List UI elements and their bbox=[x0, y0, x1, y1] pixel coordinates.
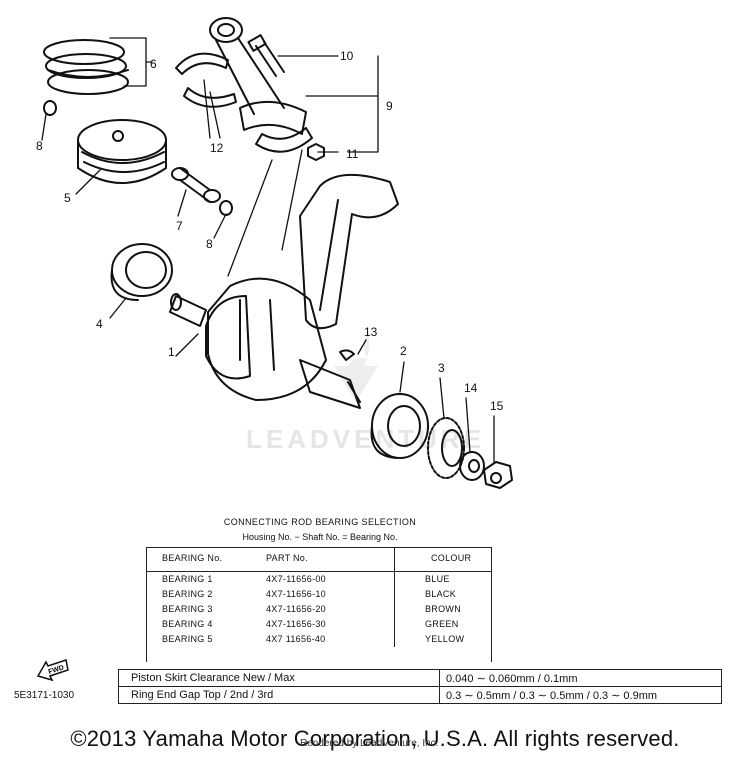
bearing-cell: BEARING 3 bbox=[162, 604, 213, 614]
watermark-text: LEADVENTURE bbox=[246, 424, 485, 454]
table-row: BEARING 1 4X7-11656-00 BLUE bbox=[146, 571, 492, 587]
table-row: Ring End Gap Top / 2nd / 3rd 0.3 ∼ 0.5mm… bbox=[118, 686, 722, 704]
fwd-label: FWD bbox=[48, 664, 65, 676]
callout-labels: 1 2 3 4 5 6 7 8 8 9 10 11 12 13 14 15 bbox=[36, 49, 504, 413]
header-bearing-no: BEARING No. bbox=[146, 547, 266, 572]
bearing-cell: BEARING 2 bbox=[162, 589, 213, 599]
leadventure-watermark: LEADVENTURE bbox=[246, 330, 485, 454]
part-cell: 4X7-11656-30 bbox=[266, 619, 326, 629]
callout-3: 3 bbox=[438, 361, 445, 375]
callout-5: 5 bbox=[64, 191, 71, 205]
callout-8-upper: 8 bbox=[36, 139, 43, 153]
header-colour: COLOUR bbox=[394, 547, 492, 572]
spec-value: 0.3 ∼ 0.5mm / 0.3 ∼ 0.5mm / 0.3 ∼ 0.9mm bbox=[439, 686, 722, 704]
bearing-selection-title: CONNECTING ROD BEARING SELECTION bbox=[223, 517, 417, 527]
rendered-by-note: Rendered by LeadVenture, Inc. bbox=[300, 738, 439, 749]
colour-cell: BROWN bbox=[394, 602, 492, 617]
bearing-cell: BEARING 4 bbox=[162, 619, 213, 629]
circlip-upper bbox=[43, 100, 57, 116]
primary-gear bbox=[427, 417, 465, 479]
colour-cell: YELLOW bbox=[394, 632, 492, 647]
callout-15: 15 bbox=[490, 399, 504, 413]
part-cell: 4X7-11656-00 bbox=[266, 574, 326, 584]
callout-8-lower: 8 bbox=[206, 237, 213, 251]
callout-7: 7 bbox=[176, 219, 183, 233]
callout-6: 6 bbox=[150, 57, 157, 71]
piston bbox=[77, 119, 167, 184]
table-row: BEARING 3 4X7-11656-20 BROWN bbox=[146, 602, 492, 617]
main-bearing-right bbox=[370, 393, 429, 459]
piston-pin bbox=[171, 167, 221, 203]
circlip-lower bbox=[219, 200, 233, 216]
fwd-arrow-icon: FWD bbox=[36, 659, 69, 682]
part-cell: 4X7-11656-20 bbox=[266, 604, 326, 614]
figure-code: 5E3171-1030 bbox=[14, 690, 75, 701]
rod-nut bbox=[307, 143, 325, 161]
part-cell: 4X7-11656-10 bbox=[266, 589, 326, 599]
colour-cell: BLACK bbox=[394, 587, 492, 602]
leader-lines bbox=[41, 37, 495, 463]
crank-nut bbox=[483, 461, 513, 489]
table-row: Piston Skirt Clearance New / Max 0.040 ∼… bbox=[118, 669, 722, 687]
callout-14: 14 bbox=[464, 381, 478, 395]
table-row: BEARING 4 4X7-11656-30 GREEN bbox=[146, 617, 492, 632]
callout-2: 2 bbox=[400, 344, 407, 358]
callout-1: 1 bbox=[168, 345, 175, 359]
bearing-selection-subtitle: Housing No. − Shaft No. = Bearing No. bbox=[242, 532, 398, 542]
callout-10: 10 bbox=[340, 49, 354, 63]
callout-9: 9 bbox=[386, 99, 393, 113]
part-cell: 4X7 11656-40 bbox=[266, 634, 326, 644]
bearing-cell: BEARING 5 bbox=[162, 634, 213, 644]
spec-label: Ring End Gap Top / 2nd / 3rd bbox=[118, 686, 440, 704]
crankshaft bbox=[169, 173, 399, 409]
main-bearing-left bbox=[110, 243, 173, 301]
copyright-notice: ©2013 Yamaha Motor Corporation, U.S.A. A… bbox=[70, 726, 680, 751]
table-row: BEARING 2 4X7-11656-10 BLACK bbox=[146, 587, 492, 602]
table-row: BEARING 5 4X7 11656-40 YELLOW bbox=[146, 632, 492, 647]
header-part-no: PART No. bbox=[266, 547, 395, 572]
table-header-row: BEARING No. PART No. COLOUR bbox=[146, 547, 492, 572]
washer bbox=[459, 451, 485, 481]
callout-11: 11 bbox=[346, 147, 359, 161]
woodruff-key bbox=[339, 349, 355, 361]
connecting-rod bbox=[209, 17, 313, 153]
callout-12: 12 bbox=[210, 141, 224, 155]
piston-rings bbox=[43, 39, 129, 95]
rod-bearing-halves bbox=[175, 52, 237, 108]
callout-4: 4 bbox=[96, 317, 103, 331]
spec-table: Piston Skirt Clearance New / Max 0.040 ∼… bbox=[118, 669, 722, 704]
callout-13: 13 bbox=[364, 325, 378, 339]
colour-cell: BLUE bbox=[394, 571, 492, 587]
colour-cell: GREEN bbox=[394, 617, 492, 632]
spec-label: Piston Skirt Clearance New / Max bbox=[118, 669, 440, 687]
bearing-selection-table: BEARING No. PART No. COLOUR BEARING 1 4X… bbox=[146, 547, 492, 647]
bearing-cell: BEARING 1 bbox=[162, 574, 213, 584]
rod-bolt bbox=[247, 34, 285, 77]
spec-value: 0.040 ∼ 0.060mm / 0.1mm bbox=[439, 669, 722, 687]
